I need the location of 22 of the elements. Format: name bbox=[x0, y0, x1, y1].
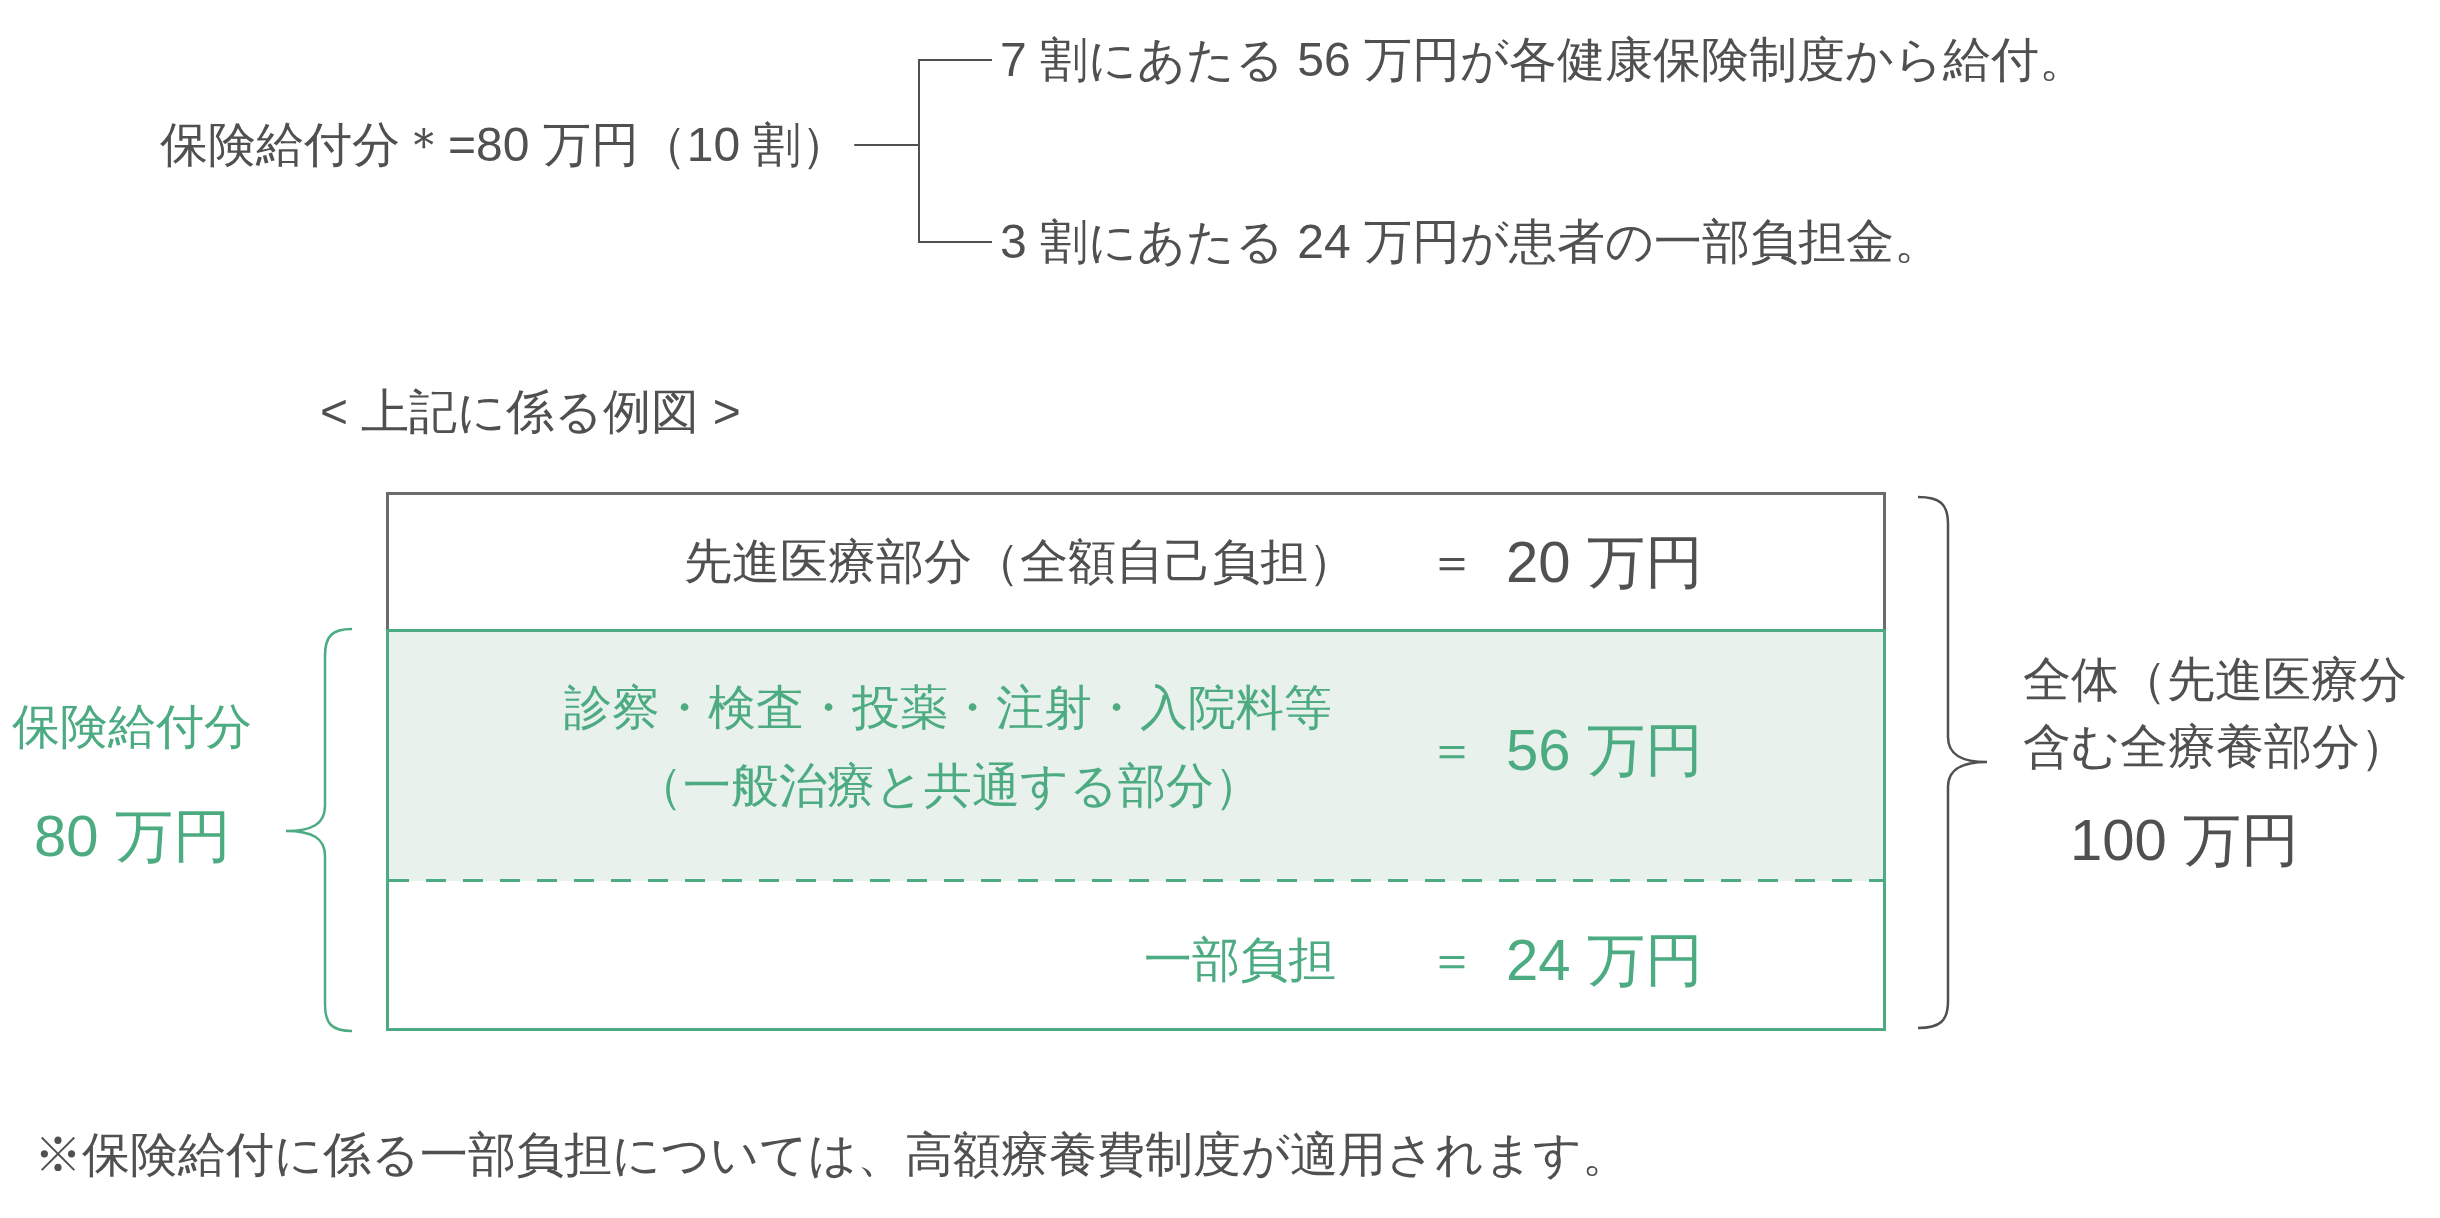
brace-label: 保険給付分 bbox=[12, 699, 252, 755]
footnote: ※保険給付に係る一部負担については、高額療養費制度が適用されます。 bbox=[34, 1127, 1630, 1183]
amount-text: 56 万円 bbox=[1506, 716, 1703, 784]
amount-text: 24 万円 bbox=[1506, 926, 1703, 994]
amount-text: 100 万円 bbox=[2070, 806, 2299, 874]
breakdown-text: 7 割にあたる 56 万円が各健康保険制度から給付。 bbox=[1000, 31, 2088, 89]
summary-text: 保険給付分＊=80 万円（10 割） bbox=[160, 116, 850, 174]
brace-label: 全体（先進医療分含む全療養部分） bbox=[2023, 652, 2409, 775]
connector-line bbox=[853, 144, 993, 243]
row-label: 先進医療部分（全額自己負担） bbox=[684, 534, 1356, 590]
figure-heading: < 上記に係る例図 > bbox=[320, 384, 741, 440]
row-label: 診察・検査・投薬・注射・入院料等（一般治療と共通する部分） bbox=[563, 680, 1333, 814]
equals-sign: ＝ bbox=[1428, 932, 1476, 988]
cost-row-box bbox=[386, 492, 1886, 629]
equals-sign: ＝ bbox=[1428, 722, 1476, 778]
shaded-band bbox=[389, 632, 1883, 881]
equals-sign: ＝ bbox=[1428, 534, 1476, 590]
amount-text: 20 万円 bbox=[1506, 528, 1703, 596]
covered-section-box bbox=[386, 629, 1886, 1031]
amount-text: 80 万円 bbox=[34, 802, 231, 870]
row-label: 一部負担 bbox=[1144, 932, 1336, 988]
breakdown-text: 3 割にあたる 24 万円が患者の一部負担金。 bbox=[1000, 213, 1943, 271]
